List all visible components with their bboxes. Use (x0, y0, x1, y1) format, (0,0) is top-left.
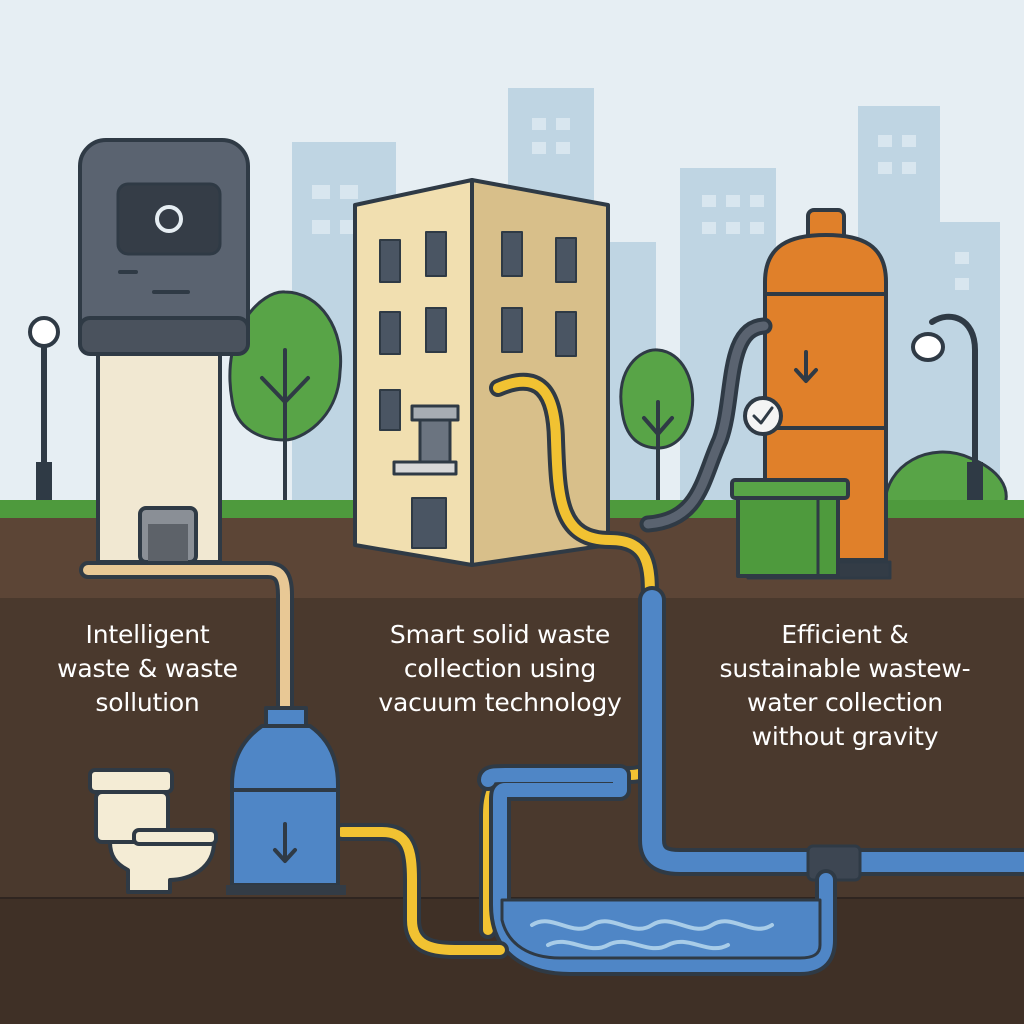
tree-icon (228, 290, 343, 507)
caption-efficient-wastewater: Efficient & sustainable wastew- water co… (719, 620, 971, 751)
street-lamp-icon (28, 316, 60, 508)
caption-smart-solid-waste: Smart solid waste collection using vacuu… (378, 620, 622, 717)
apartment-building-icon (353, 178, 610, 567)
sewer-tank-icon (226, 706, 346, 895)
wastewater (500, 898, 822, 960)
pressure-gauge-icon (743, 396, 783, 436)
waste-collection-kiosk-icon (78, 138, 250, 564)
tree-icon (619, 348, 695, 502)
toilet-icon (88, 768, 218, 894)
storage-bin-icon (730, 478, 850, 578)
caption-intelligent-waste: Intelligent waste & waste sollution (57, 620, 238, 717)
street-lamp-icon (911, 313, 983, 508)
